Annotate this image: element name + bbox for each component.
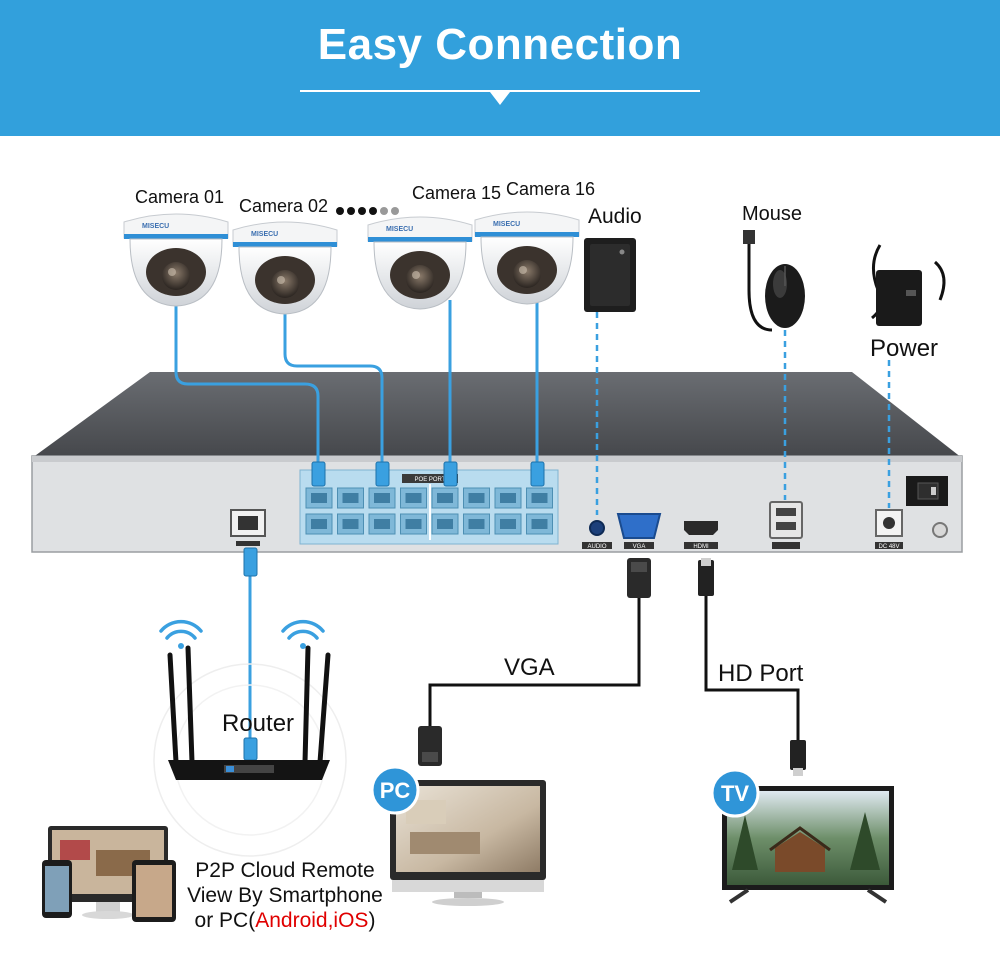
poe-jack-socket — [468, 519, 485, 529]
mouse-icon — [743, 230, 805, 332]
cameras: MISECU MISECU MISECU MISECU — [123, 211, 580, 315]
header-banner: Easy Connection — [0, 0, 1000, 136]
nvr-top — [32, 372, 962, 458]
title-underline — [300, 90, 700, 92]
svg-text:MISECU: MISECU — [386, 226, 413, 233]
camera-cables — [174, 300, 539, 752]
poe-jack-socket — [468, 493, 485, 503]
vga-port-label: VGA — [633, 544, 646, 550]
router-label: Router — [222, 710, 295, 737]
poe-port-label: POE PORT — [415, 477, 446, 483]
more-cameras-ellipsis — [336, 202, 402, 220]
mouse-label: Mouse — [742, 203, 803, 225]
tv-badge: TV — [710, 768, 760, 818]
camera-15-label: Camera 15 — [412, 183, 502, 203]
vga-cable — [418, 558, 651, 766]
lan-port — [230, 509, 266, 546]
camera-01-label: Camera 01 — [135, 187, 225, 207]
hdmi-port-label: HDMI — [693, 544, 709, 550]
dome-camera-icon: MISECU — [474, 211, 580, 305]
poe-jack-socket — [531, 519, 548, 529]
ground-screw — [932, 522, 948, 538]
vga-port: VGA — [616, 513, 662, 550]
poe-jack-socket — [311, 493, 327, 503]
poe-jack-socket — [500, 493, 516, 503]
power-switch — [906, 476, 948, 506]
dc-port-label: DC 48V — [878, 544, 899, 550]
cable-camera-01 — [174, 305, 320, 470]
down-arrow-icon — [490, 92, 510, 105]
rj45-plugs — [243, 461, 545, 761]
power-adapter-icon — [871, 244, 946, 326]
svg-text:TV: TV — [721, 781, 749, 806]
power-label: Power — [870, 335, 939, 362]
poe-jack-socket — [405, 493, 422, 503]
poe-jack-socket — [374, 519, 390, 529]
pc-monitor — [390, 780, 546, 906]
remote-devices-icon — [42, 826, 176, 922]
svg-text:MISECU: MISECU — [142, 223, 169, 230]
p2p-line-1: P2P Cloud Remote — [195, 859, 375, 882]
dc-port: DC 48V — [875, 509, 903, 550]
wifi-icon — [159, 619, 325, 649]
poe-jack-socket — [374, 493, 390, 503]
vga-label: VGA — [504, 654, 555, 681]
camera-16-label: Camera 16 — [506, 179, 596, 199]
poe-jack-socket — [405, 519, 422, 529]
camera-02-label: Camera 02 — [239, 196, 329, 216]
cable-camera-02 — [283, 305, 384, 470]
device-links — [595, 312, 891, 515]
audio-label: Audio — [588, 205, 642, 228]
dome-camera-icon: MISECU — [367, 216, 473, 310]
poe-jack-socket — [500, 519, 516, 529]
hdmi-port: HDMI — [684, 521, 718, 550]
p2p-line-3: or PC(Android,iOS) — [194, 909, 376, 932]
dome-camera-icon: MISECU — [123, 213, 229, 307]
pc-badge: PC — [370, 765, 420, 815]
router-icon — [153, 645, 347, 857]
poe-jack-socket — [437, 493, 453, 503]
p2p-description: P2P Cloud Remote View By Smartphone or P… — [175, 858, 395, 933]
p2p-line-2: View By Smartphone — [187, 884, 383, 907]
poe-jack-socket — [342, 519, 359, 529]
poe-jack-socket — [531, 493, 548, 503]
dome-camera-icon: MISECU — [232, 221, 338, 315]
hdmi-cable — [698, 558, 806, 776]
p2p-platforms: Android,iOS — [255, 909, 369, 932]
poe-jack-socket — [311, 519, 327, 529]
poe-jack-socket — [342, 493, 359, 503]
usb-ports — [769, 501, 803, 549]
svg-text:PC: PC — [380, 778, 411, 803]
hd-port-label: HD Port — [718, 660, 804, 687]
poe-jack-socket — [437, 519, 453, 529]
speaker-icon — [584, 238, 636, 312]
audio-port-label: AUDIO — [587, 544, 606, 550]
svg-text:MISECU: MISECU — [251, 231, 278, 238]
poe-jacks — [305, 484, 553, 540]
page-title: Easy Connection — [317, 20, 683, 69]
audio-jack: AUDIO — [582, 520, 612, 550]
svg-text:MISECU: MISECU — [493, 221, 520, 228]
